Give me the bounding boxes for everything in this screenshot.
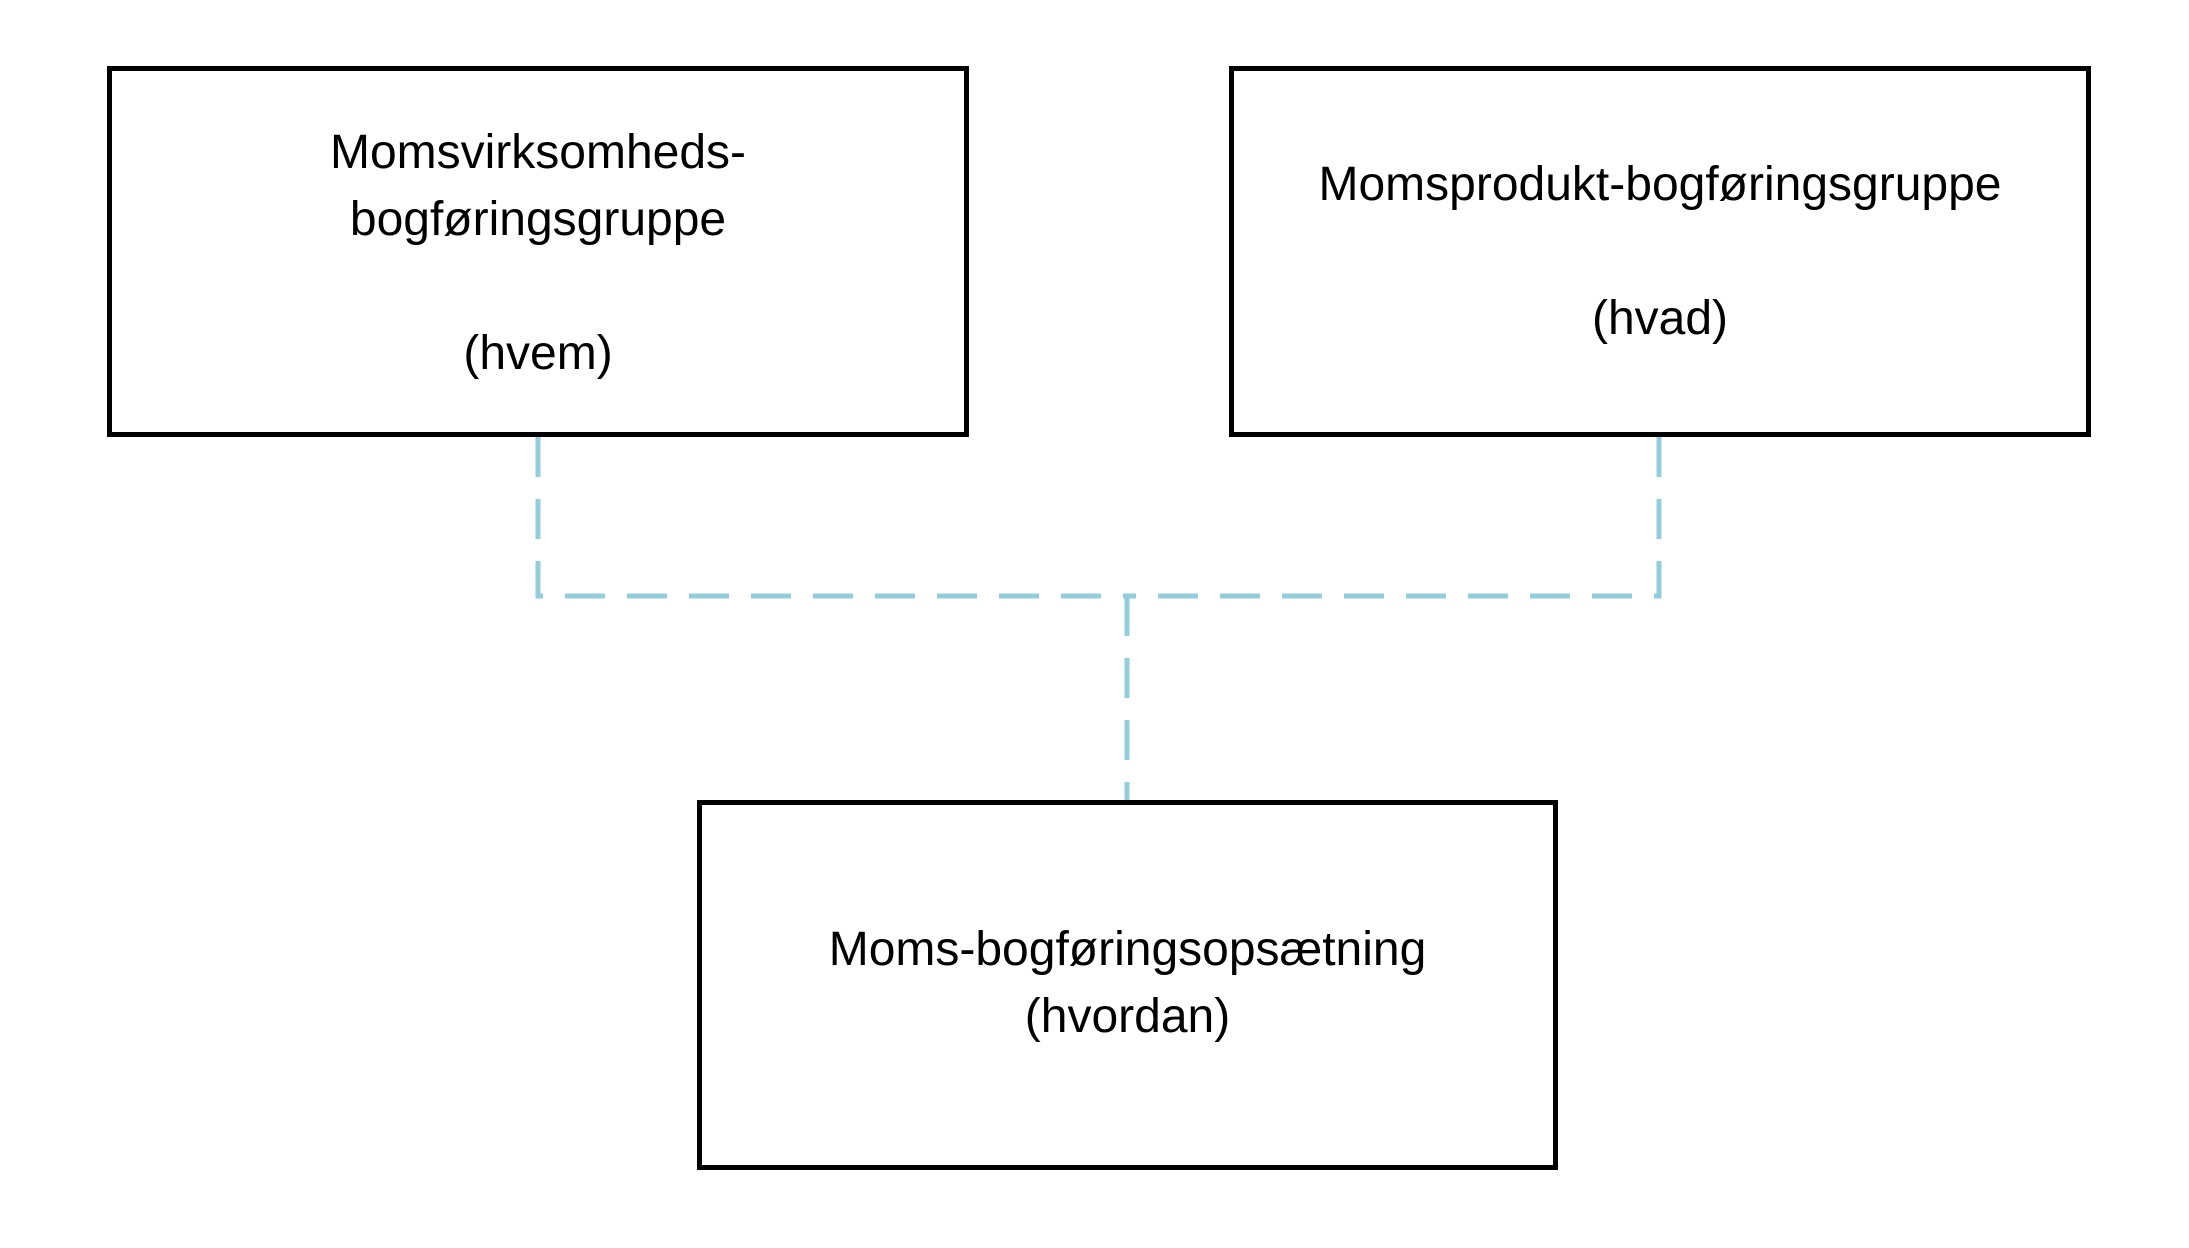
- vat-posting-setup-subtitle: (hvordan): [1024, 990, 1231, 1043]
- connector-what: [1127, 437, 1662, 599]
- vat-product-posting-group-box: Momsprodukt-bogføringsgruppe (hvad): [1229, 66, 2091, 437]
- connector-who: [535, 437, 1127, 599]
- vat-business-posting-group-title-line1: Momsvirksomheds-: [329, 125, 747, 179]
- vat-business-posting-group-title-line2: bogføringsgruppe: [349, 192, 727, 246]
- vat-product-posting-group-subtitle: (hvad): [1591, 292, 1729, 345]
- vat-business-posting-group-subtitle: (hvem): [463, 326, 613, 380]
- vat-posting-setup-title: Moms-bogføringsopsætning: [828, 923, 1427, 976]
- vat-product-posting-group-title: Momsprodukt-bogføringsgruppe: [1318, 158, 2002, 211]
- vat-business-posting-group-box: Momsvirksomheds- bogføringsgruppe (hvem): [107, 66, 969, 437]
- vat-posting-setup-box: Moms-bogføringsopsætning (hvordan): [697, 800, 1558, 1170]
